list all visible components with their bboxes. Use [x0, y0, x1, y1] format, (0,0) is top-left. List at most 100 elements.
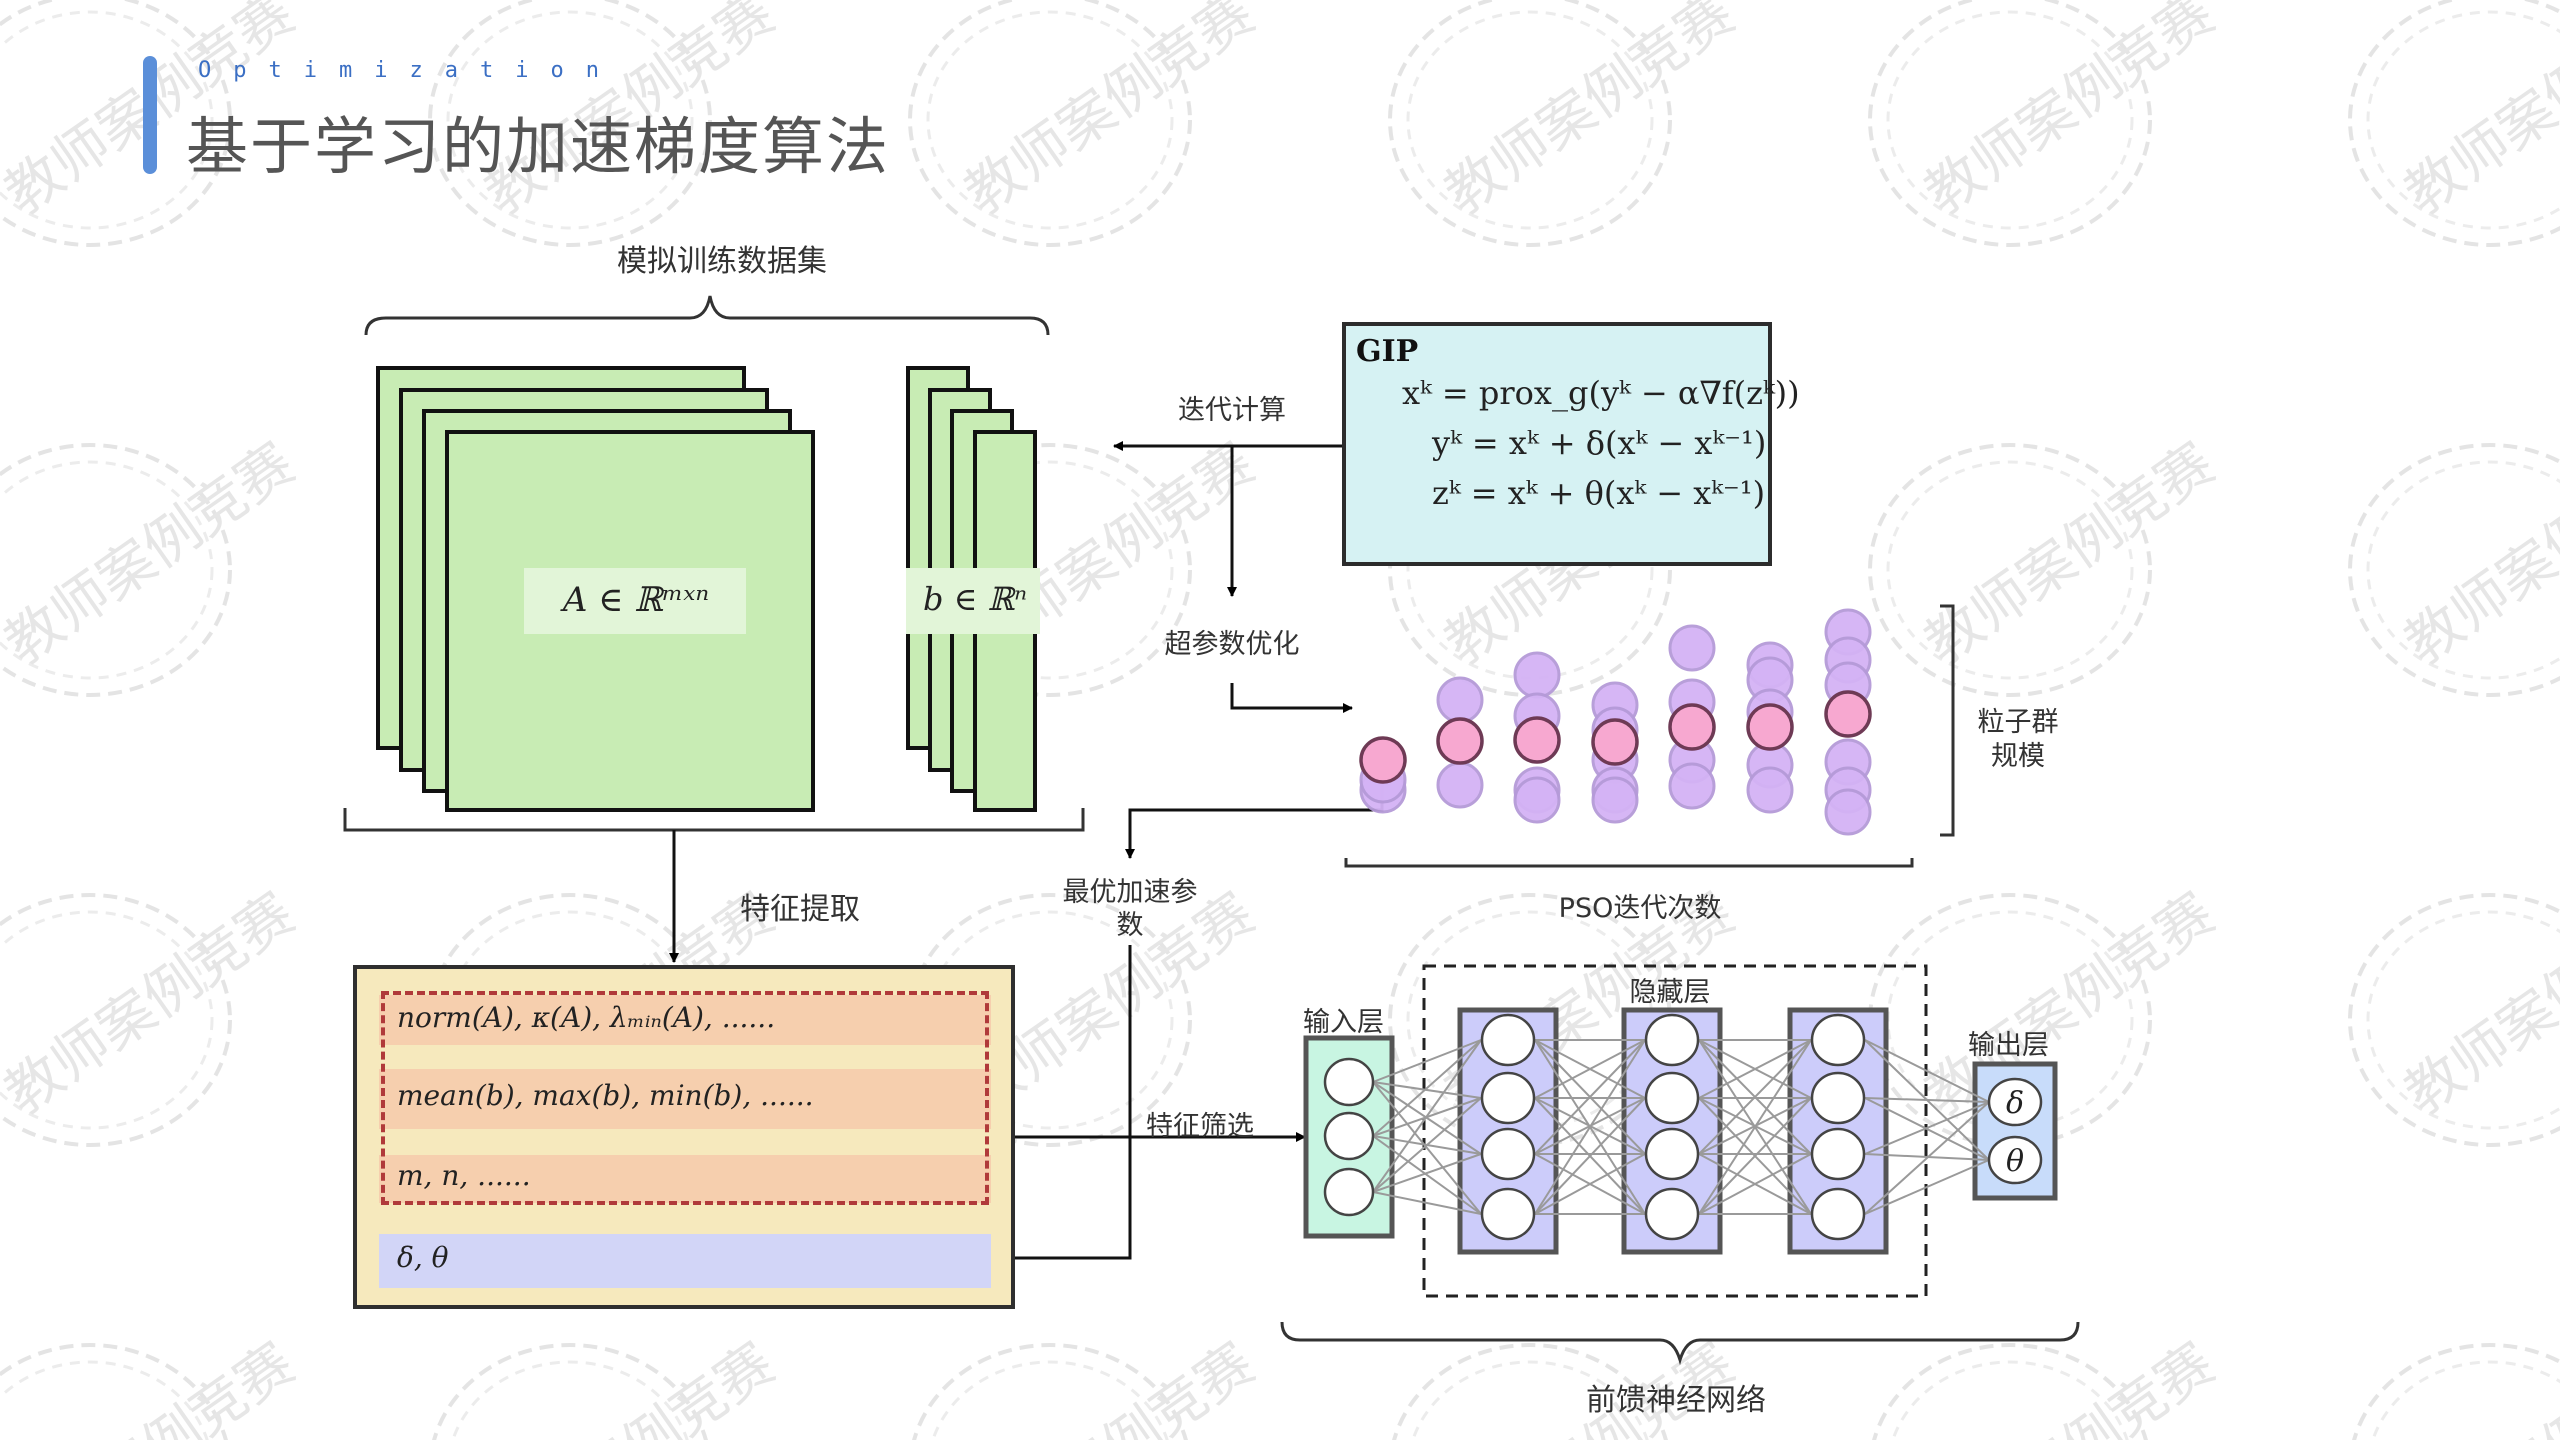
gip-equation-z: zᵏ = xᵏ + θ(xᵏ − xᵏ⁻¹)	[1432, 474, 1766, 512]
matrix-label: A ∈ ℝᵐˣⁿ	[562, 580, 710, 620]
hidden-node	[1810, 1127, 1866, 1181]
matrix-label-bg	[524, 568, 746, 634]
output-node	[1987, 1077, 2043, 1127]
connection	[1534, 1039, 1646, 1099]
best-particle	[1746, 703, 1794, 751]
matrix-stack	[376, 366, 815, 812]
connection	[1864, 1159, 1990, 1215]
connection	[1372, 1153, 1482, 1193]
connection	[1864, 1039, 1990, 1103]
section-subtitle: Optimization	[198, 58, 621, 83]
hidden-node	[1644, 1187, 1700, 1241]
pso-iteration-column	[1359, 736, 1407, 814]
gip-equation-y: yᵏ = xᵏ + δ(xᵏ − xᵏ⁻¹)	[1432, 424, 1767, 462]
hidden-node	[1644, 1071, 1700, 1125]
best-particle	[1513, 716, 1561, 764]
connection	[1698, 1039, 1812, 1155]
connection	[1372, 1191, 1482, 1215]
connection	[1372, 1097, 1482, 1193]
particle	[1513, 776, 1561, 824]
connection	[1372, 1081, 1482, 1215]
connection	[1864, 1101, 1990, 1155]
dataset-bottom-bracket	[343, 808, 1085, 832]
particle	[1668, 762, 1716, 810]
best-particle	[1668, 703, 1716, 751]
hidden-node	[1810, 1013, 1866, 1067]
best-particle	[1436, 717, 1484, 765]
gip-equation-x: xᵏ = prox_g(yᵏ − α∇f(zᵏ))	[1402, 374, 1800, 412]
connection	[1534, 1039, 1646, 1215]
connection	[1534, 1153, 1646, 1215]
hidden-node	[1810, 1187, 1866, 1241]
best-particle	[1824, 690, 1872, 738]
swarm-size-label-line1: 粒子群	[1977, 707, 2059, 738]
feature-row-bg	[379, 995, 991, 1045]
output-params-text: δ, θ	[397, 1241, 449, 1274]
input-layer-label: 输入层	[1303, 1007, 1384, 1038]
output-params-row	[379, 1234, 991, 1288]
gip-box: GIP xᵏ = prox_g(yᵏ − α∇f(zᵏ)) yᵏ = xᵏ + …	[1342, 322, 1800, 566]
pso-iterations-label: PSO迭代次数	[1558, 893, 1722, 924]
network-brace	[1280, 1321, 2080, 1366]
connection	[1698, 1153, 1812, 1215]
pso-iteration-column	[1513, 651, 1561, 824]
hidden-layers-frame	[1422, 964, 1928, 1298]
feature-select-label: 特征筛选	[1146, 1111, 1254, 1142]
hidden-node	[1480, 1013, 1536, 1067]
connection	[1372, 1081, 1482, 1099]
hidden-node	[1810, 1071, 1866, 1125]
best-particle	[1591, 718, 1639, 766]
pso-iteration-column	[1436, 676, 1484, 809]
connection	[1698, 1039, 1812, 1215]
best-particle	[1359, 736, 1407, 784]
pso-iteration-column	[1668, 624, 1716, 810]
pso-iterations-bracket	[1344, 858, 1914, 868]
vector-label-bg	[906, 568, 1040, 634]
iterate-label: 迭代计算	[1178, 395, 1286, 426]
hyperparam-to-swarm-arrow	[1230, 683, 1353, 713]
pso-iteration-column	[1591, 681, 1639, 824]
particle	[1824, 788, 1872, 836]
hidden-layer-label: 隐藏层	[1629, 977, 1711, 1008]
input-node	[1323, 1111, 1375, 1161]
connection	[1372, 1039, 1482, 1137]
connection	[1534, 1039, 1646, 1155]
particle	[1668, 624, 1716, 672]
dataset-label: 模拟训练数据集	[617, 244, 827, 279]
input-node	[1323, 1057, 1375, 1107]
connection	[1864, 1097, 1990, 1103]
vector-stack	[906, 366, 1040, 812]
pso-iteration-column	[1824, 608, 1872, 836]
particle	[1591, 776, 1639, 824]
hidden-node	[1480, 1127, 1536, 1181]
selected-features-frame	[381, 991, 989, 1205]
title-accent-bar	[143, 56, 157, 174]
feature-row-bg	[379, 1155, 991, 1203]
feature-row-dims: m, n, ......	[397, 1159, 531, 1192]
swarm-size-label-line2: 规模	[1991, 741, 2045, 772]
swarm-size-bracket	[1940, 604, 1955, 837]
network-caption: 前馈神经网络	[1586, 1383, 1766, 1418]
connection	[1698, 1039, 1812, 1099]
output-node-label: θ	[2006, 1144, 2024, 1179]
feature-row-matrix: norm(A), κ(A), λₘᵢₙ(A), ......	[397, 1001, 776, 1034]
connection	[1534, 1097, 1646, 1215]
particle	[1746, 766, 1794, 814]
hyperparam-label: 超参数优化	[1164, 629, 1300, 660]
output-node-label: δ	[2006, 1086, 2024, 1121]
hidden-node	[1480, 1187, 1536, 1241]
best-params-label-line2: 数	[1116, 910, 1144, 941]
feature-box: norm(A), κ(A), λₘᵢₙ(A), ...... mean(b), …	[353, 965, 1015, 1309]
connection	[1372, 1039, 1482, 1083]
page-title: 基于学习的加速梯度算法	[186, 110, 891, 183]
feature-row-vector: mean(b), max(b), min(b), ......	[397, 1079, 814, 1112]
hidden-node	[1644, 1127, 1700, 1181]
params-to-features-arrow	[989, 945, 1132, 1263]
feature-extract-label: 特征提取	[740, 892, 860, 927]
dataset-brace	[364, 295, 1050, 336]
pso-iteration-column	[1746, 641, 1794, 814]
input-node	[1323, 1167, 1375, 1217]
